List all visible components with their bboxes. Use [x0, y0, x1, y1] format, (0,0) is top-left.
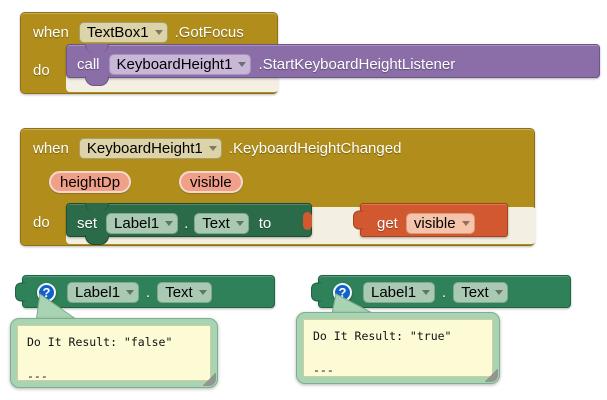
component-dropdown-label1[interactable]: Label1: [363, 282, 436, 303]
value-plug-left: [353, 210, 363, 230]
component-get-row-left: Label1 . Text: [67, 282, 212, 303]
component-dropdown-label1[interactable]: Label1: [67, 282, 140, 303]
property-dropdown-label: Text: [461, 284, 489, 301]
method-name-suffix: .StartKeyboardHeightListener: [258, 56, 456, 73]
property-dropdown-text[interactable]: Text: [157, 282, 212, 303]
component-dropdown-keyboardheight1[interactable]: KeyboardHeight1: [108, 54, 252, 75]
do-socket-label-gotfocus: do: [33, 63, 50, 78]
value-input-socket: [303, 212, 312, 230]
method-call-row: call KeyboardHeight1 .StartKeyboardHeigh…: [77, 54, 455, 75]
component-get-block-right[interactable]: ? Label1 . Text: [311, 275, 571, 308]
do-it-result-text-left: Do It Result: "false" ---: [17, 325, 211, 381]
component-dropdown-label1[interactable]: Label1: [106, 213, 179, 234]
event-parameter-visible[interactable]: visible: [179, 171, 243, 193]
event-header-keyboardheightchanged: when KeyboardHeight1 .KeyboardHeightChan…: [33, 138, 401, 159]
keyword-do: do: [33, 62, 50, 79]
component-dropdown-keyboardheight1[interactable]: KeyboardHeight1: [78, 138, 222, 159]
chevron-down-icon[interactable]: [165, 221, 174, 226]
event-name-suffix: .GotFocus: [174, 24, 244, 41]
variable-dropdown-label: visible: [413, 215, 456, 232]
chevron-down-icon[interactable]: [238, 62, 247, 67]
property-dropdown-text[interactable]: Text: [194, 213, 249, 234]
block-top-notch: [85, 44, 109, 53]
setter-block-label1-text[interactable]: set Label1 . Text to: [66, 203, 312, 245]
component-dropdown-label: Label1: [75, 284, 121, 301]
chevron-down-icon[interactable]: [126, 290, 135, 295]
chevron-down-icon[interactable]: [154, 30, 163, 35]
chevron-down-icon[interactable]: [422, 290, 431, 295]
component-get-row-right: Label1 . Text: [363, 282, 508, 303]
component-dropdown-textbox1[interactable]: TextBox1: [78, 22, 168, 43]
dot-separator: .: [442, 284, 447, 301]
keyword-do: do: [33, 214, 50, 231]
resize-handle-icon[interactable]: [203, 373, 216, 386]
do-socket-label-keyboardheightchanged: do: [33, 215, 50, 230]
method-call-startkeyboardheightlistener[interactable]: call KeyboardHeight1 .StartKeyboardHeigh…: [66, 44, 600, 86]
setter-row: set Label1 . Text to: [77, 213, 271, 234]
component-dropdown-label: KeyboardHeight1: [86, 140, 203, 157]
dot-separator: .: [146, 284, 151, 301]
property-dropdown-label: Text: [165, 284, 193, 301]
chevron-down-icon[interactable]: [198, 290, 207, 295]
component-get-block-left[interactable]: ? Label1 . Text: [15, 275, 275, 308]
component-dropdown-label: TextBox1: [86, 24, 149, 41]
resize-handle-icon[interactable]: [485, 369, 498, 382]
keyword-to: to: [258, 215, 272, 232]
component-dropdown-label: KeyboardHeight1: [116, 56, 233, 73]
value-plug-left: [311, 282, 321, 301]
variable-get-block-visible[interactable]: get visible: [353, 203, 508, 237]
chevron-down-icon[interactable]: [461, 221, 470, 226]
variable-get-row: get visible: [377, 213, 475, 234]
component-dropdown-label: Label1: [114, 215, 160, 232]
chevron-down-icon[interactable]: [494, 290, 503, 295]
event-parameter-heightdp[interactable]: heightDp: [49, 171, 132, 193]
chevron-down-icon[interactable]: [208, 146, 217, 151]
property-dropdown-label: Text: [202, 215, 230, 232]
do-it-result-bubble-left[interactable]: Do It Result: "false" ---: [10, 318, 218, 388]
dot-separator: .: [184, 215, 189, 232]
keyword-when: when: [33, 140, 69, 157]
keyword-call: call: [77, 56, 100, 73]
value-plug-left: [15, 282, 25, 301]
chevron-down-icon[interactable]: [235, 221, 244, 226]
keyword-get: get: [377, 215, 398, 232]
do-it-result-text-right: Do It Result: "true" ---: [303, 319, 493, 377]
variable-dropdown-visible[interactable]: visible: [405, 213, 475, 234]
component-dropdown-label: Label1: [371, 284, 417, 301]
do-it-result-bubble-right[interactable]: Do It Result: "true" ---: [296, 312, 500, 384]
keyword-when: when: [33, 24, 69, 41]
block-top-notch: [85, 203, 109, 212]
event-header-gotfocus: when TextBox1 .GotFocus: [33, 22, 244, 43]
property-dropdown-text[interactable]: Text: [453, 282, 508, 303]
event-name-suffix: .KeyboardHeightChanged: [228, 140, 402, 157]
keyword-set: set: [77, 215, 98, 232]
